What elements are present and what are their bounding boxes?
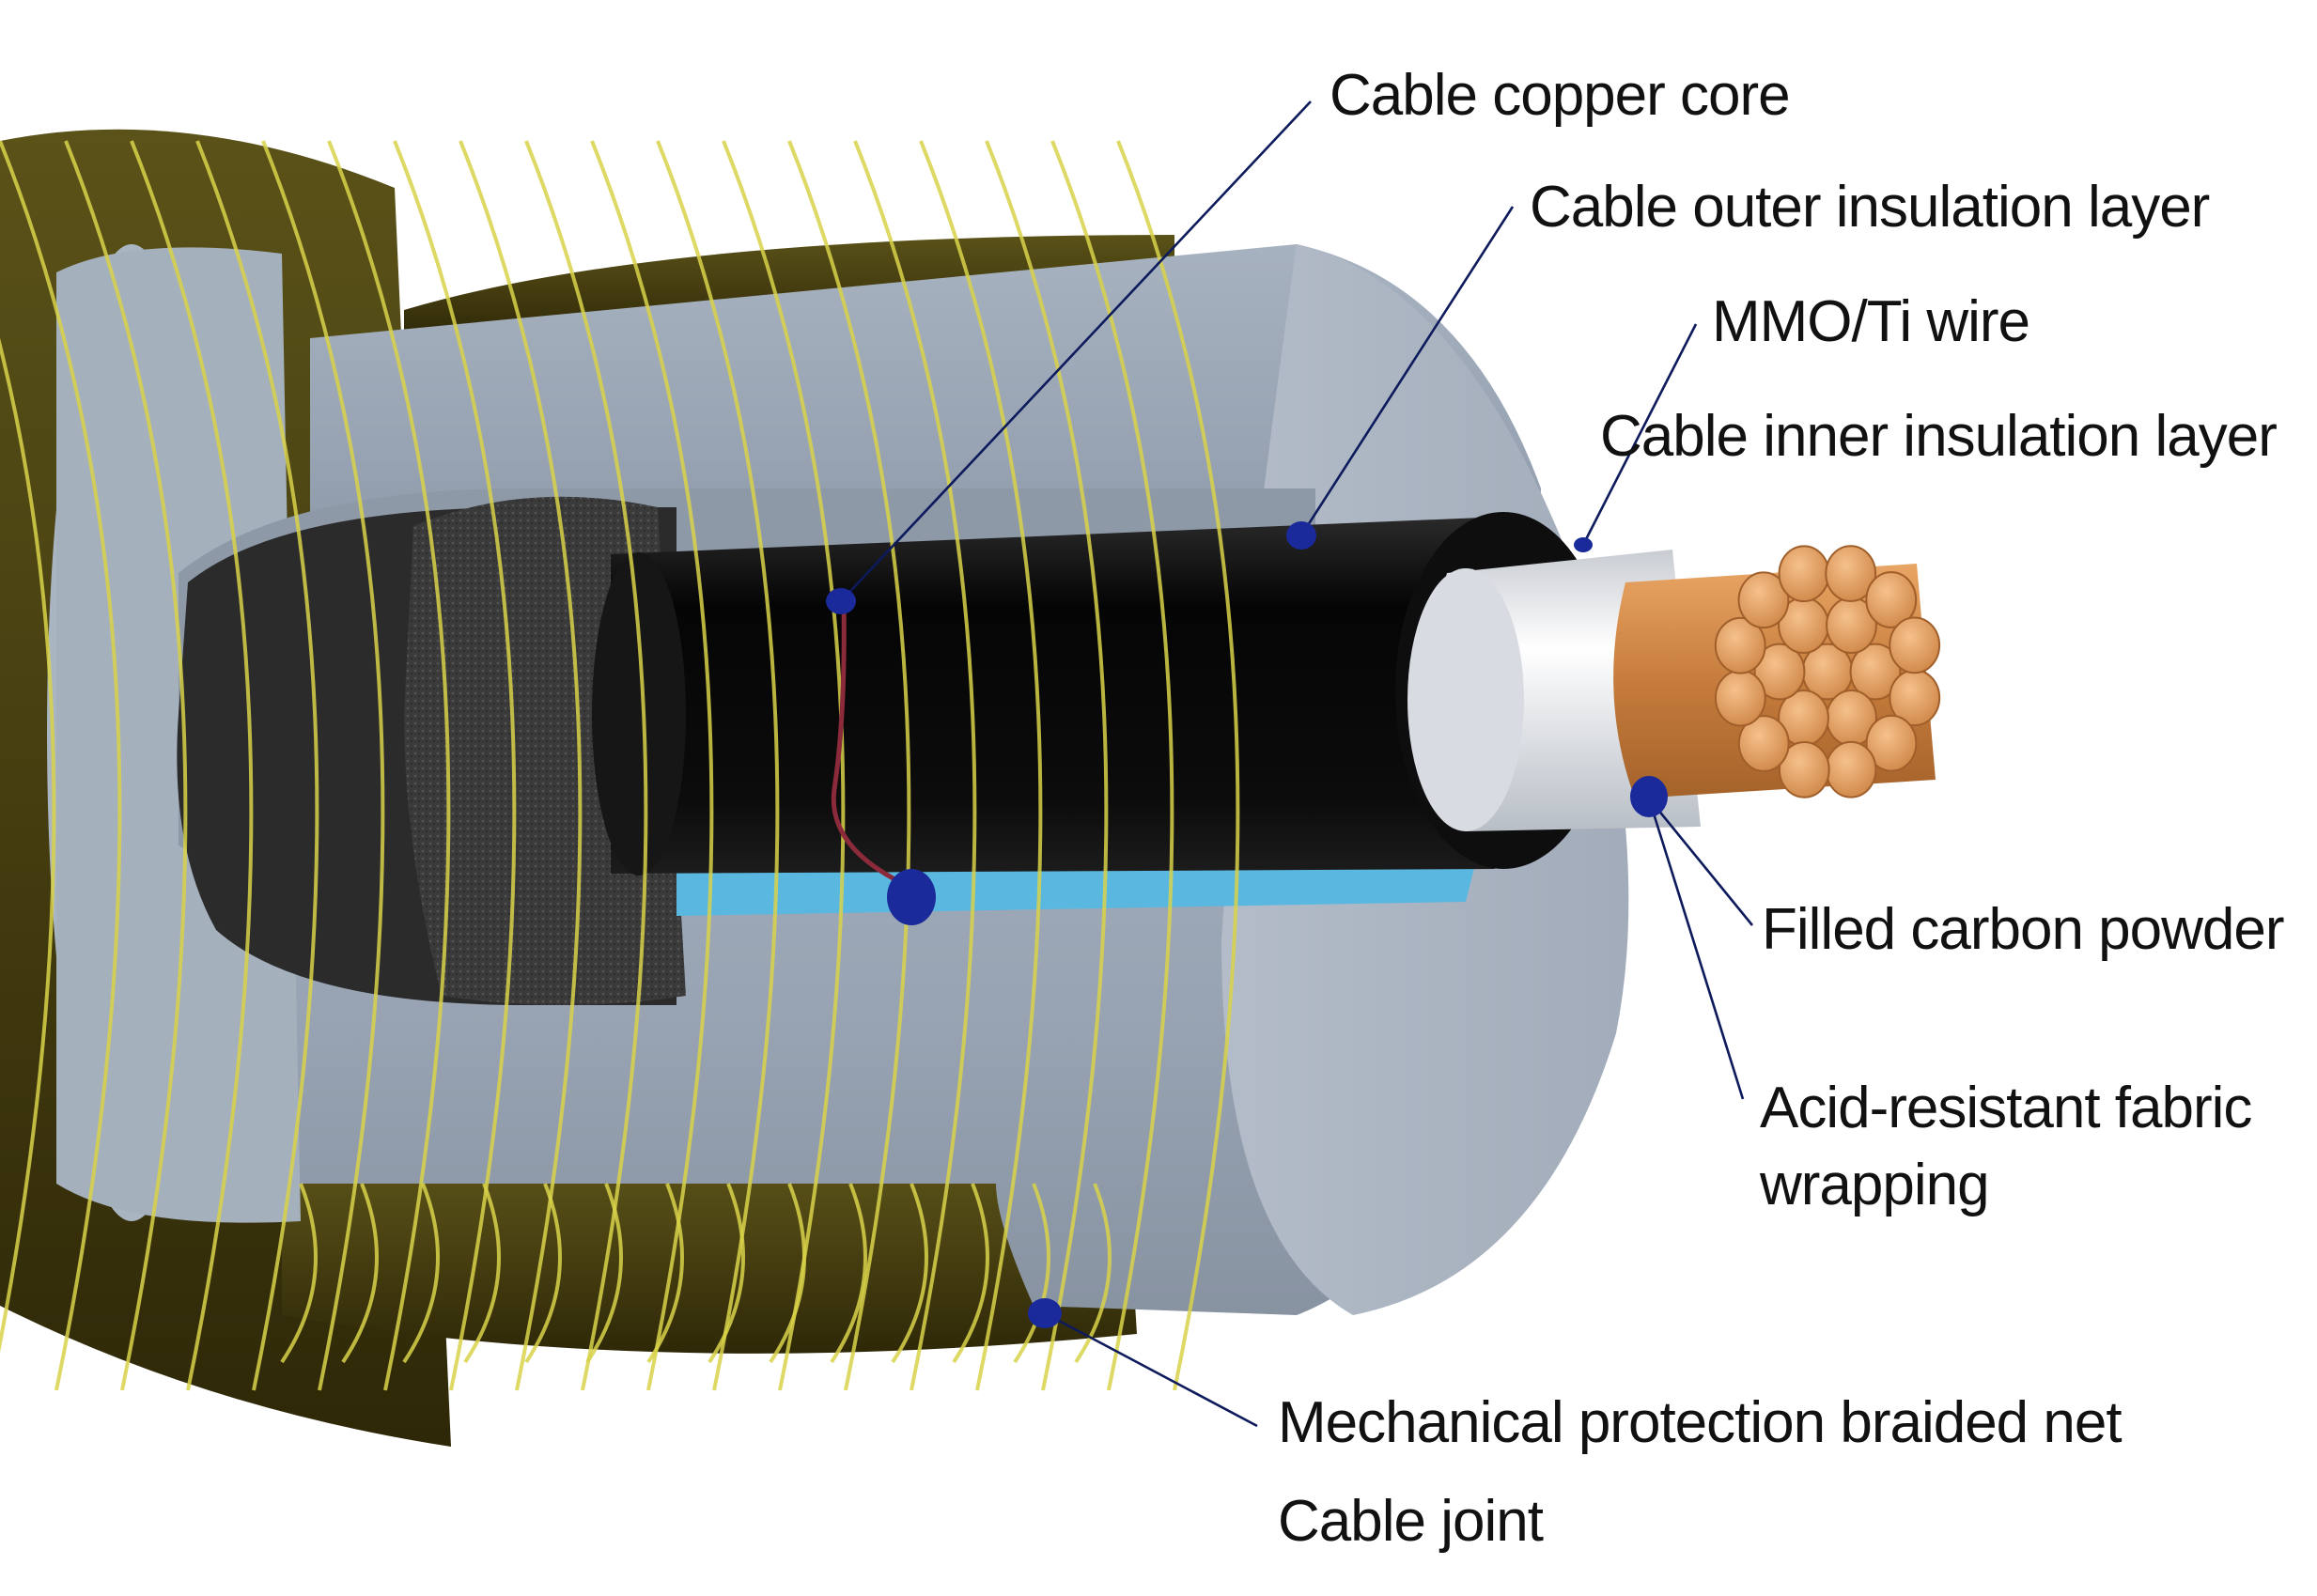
labels: Cable copper core Cable outer insulation… [1278,63,2285,1554]
label-outer-insulation: Cable outer insulation layer [1530,175,2210,240]
label-braided-net: Mechanical protection braided net [1278,1390,2122,1455]
label-copper-core: Cable copper core [1330,63,1790,128]
braid-wire [1116,140,1240,1391]
braid-wire [261,140,385,1391]
label-cable-joint: Cable joint [1278,1489,1544,1554]
copper-strand [1778,740,1830,798]
braid-wire [952,1183,989,1364]
leader-outer-insulation [1299,206,1515,536]
braid-wire [1013,1183,1050,1364]
braid-wire [402,1183,440,1364]
label-mmo-wire: MMO/Ti wire [1712,289,2029,354]
braid-wire [1074,1183,1112,1364]
leader-carbon-powder [1647,798,1754,926]
marker-dots [826,521,1668,1328]
braid-wire [64,140,188,1391]
braid-wire [985,140,1109,1391]
leader-copper-core [840,101,1312,602]
braid-wire [130,140,254,1391]
marker-blue-strip [887,869,936,925]
copper-strand [1889,616,1941,674]
braid-wire [1050,140,1174,1391]
copper-strand [1737,571,1790,629]
copper-strand [1865,714,1918,772]
braid-wire [656,140,780,1391]
leader-fabric [1647,798,1745,1100]
braid-wire [769,1183,806,1364]
copper-strand [1753,643,1806,701]
braid-wire [830,1183,867,1364]
marker-mmo-wire [1574,537,1593,552]
braid-wire [646,1183,684,1364]
braid-wire [280,1183,318,1364]
braid-wire [195,140,319,1391]
braid-wire [787,140,911,1391]
braid-wire [708,1183,745,1364]
copper-strand [1737,715,1790,772]
mmo-ti-wire [831,600,904,886]
braid-wire [524,140,648,1391]
braid-wires [0,140,1240,1391]
leader-mmo-wire [1581,323,1698,546]
braid-wire [590,140,714,1391]
leader-braided-net [1044,1311,1258,1428]
copper-strand [1865,571,1918,628]
braid-wire [853,140,977,1391]
copper-strand [1778,545,1830,603]
braid-wire [0,337,56,1354]
label-carbon-powder: Filled carbon powder [1762,897,2284,962]
braid-wire [327,140,451,1391]
braid-wire [459,140,583,1391]
marker-outer-insulation [1286,521,1316,550]
braid-wire [393,140,517,1391]
label-fabric-line2: wrapping [1759,1153,1989,1217]
braid-wire [524,1183,562,1364]
marker-fabric [1630,776,1668,817]
copper-strand [1714,669,1766,727]
label-inner-insulation: Cable inner insulation layer [1600,404,2277,469]
copper-strand [1849,643,1902,701]
braid-wire [585,1183,623,1364]
copper-strand [1825,545,1877,603]
copper-core [1613,545,1941,798]
braid-wire [463,1183,501,1364]
label-fabric-line1: Acid-resistant fabric [1760,1076,2251,1140]
marker-braided-net [1028,1298,1062,1328]
braid-wire [919,140,1043,1391]
braid-wire [0,140,122,1391]
leader-lines [840,101,1754,1428]
copper-strand [1714,616,1766,674]
marker-copper-core [826,588,856,614]
copper-strand [1825,740,1877,798]
braid-wire [341,1183,379,1364]
braid-wire [891,1183,928,1364]
